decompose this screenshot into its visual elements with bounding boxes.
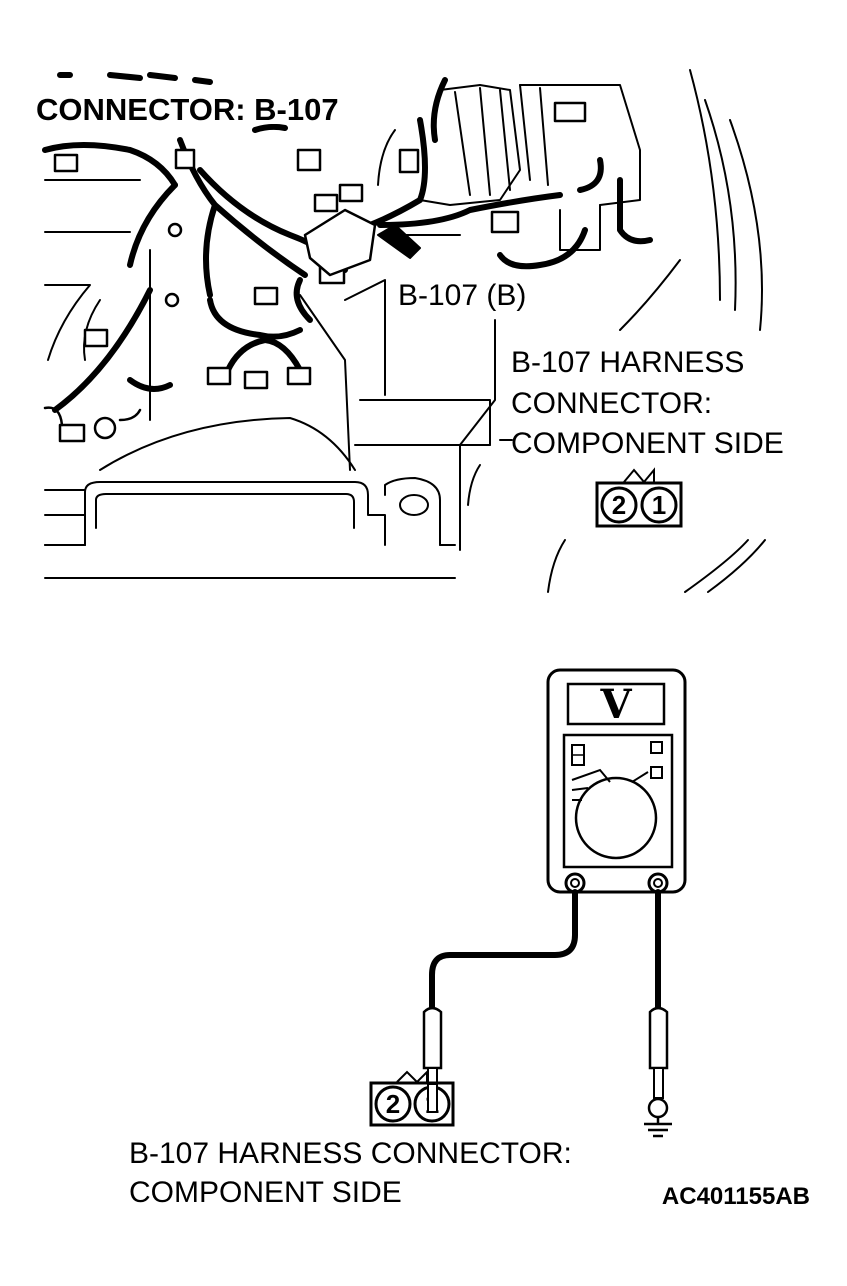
meter-display (566, 682, 666, 726)
pointer-arrow-icon (377, 224, 461, 259)
upper-pin-2: 2 (612, 490, 626, 520)
ground-symbol-icon (644, 1117, 672, 1138)
selector-dial (574, 776, 658, 860)
lower-connector-label: B-107 HARNESS CONNECTOR: COMPONENT SIDE (129, 1137, 572, 1209)
svg-text:B-107 HARNESS CONNECTOR:: B-107 HARNESS CONNECTOR: (129, 1137, 572, 1170)
upper-pin-1: 1 (652, 490, 666, 520)
title-backdrop (30, 86, 400, 124)
engine-bay-illustration (42, 69, 766, 593)
test-leads (429, 889, 661, 1013)
lower-connector-face: 2 1 (369, 1069, 455, 1127)
svg-text:COMPONENT SIDE: COMPONENT SIDE (129, 1176, 402, 1209)
upper-connector-label: B-107 HARNESS CONNECTOR: COMPONENT SIDE (511, 346, 784, 460)
lower-pin-2: 2 (386, 1089, 400, 1119)
svg-text:B-107 HARNESS: B-107 HARNESS (511, 346, 744, 379)
ground-probe (647, 1006, 669, 1119)
connector-location-label: B-107 (B) (398, 279, 526, 312)
multimeter-icon: V (546, 668, 687, 894)
svg-text:CONNECTOR:: CONNECTOR: (511, 387, 712, 420)
upper-connector-face: 2 1 (595, 467, 683, 528)
meter-display-value: V (599, 681, 632, 728)
svg-text:COMPONENT SIDE: COMPONENT SIDE (511, 427, 784, 460)
figure-code: AC401155AB (662, 1183, 810, 1210)
diagram-title: CONNECTOR: B-107 (36, 92, 339, 127)
